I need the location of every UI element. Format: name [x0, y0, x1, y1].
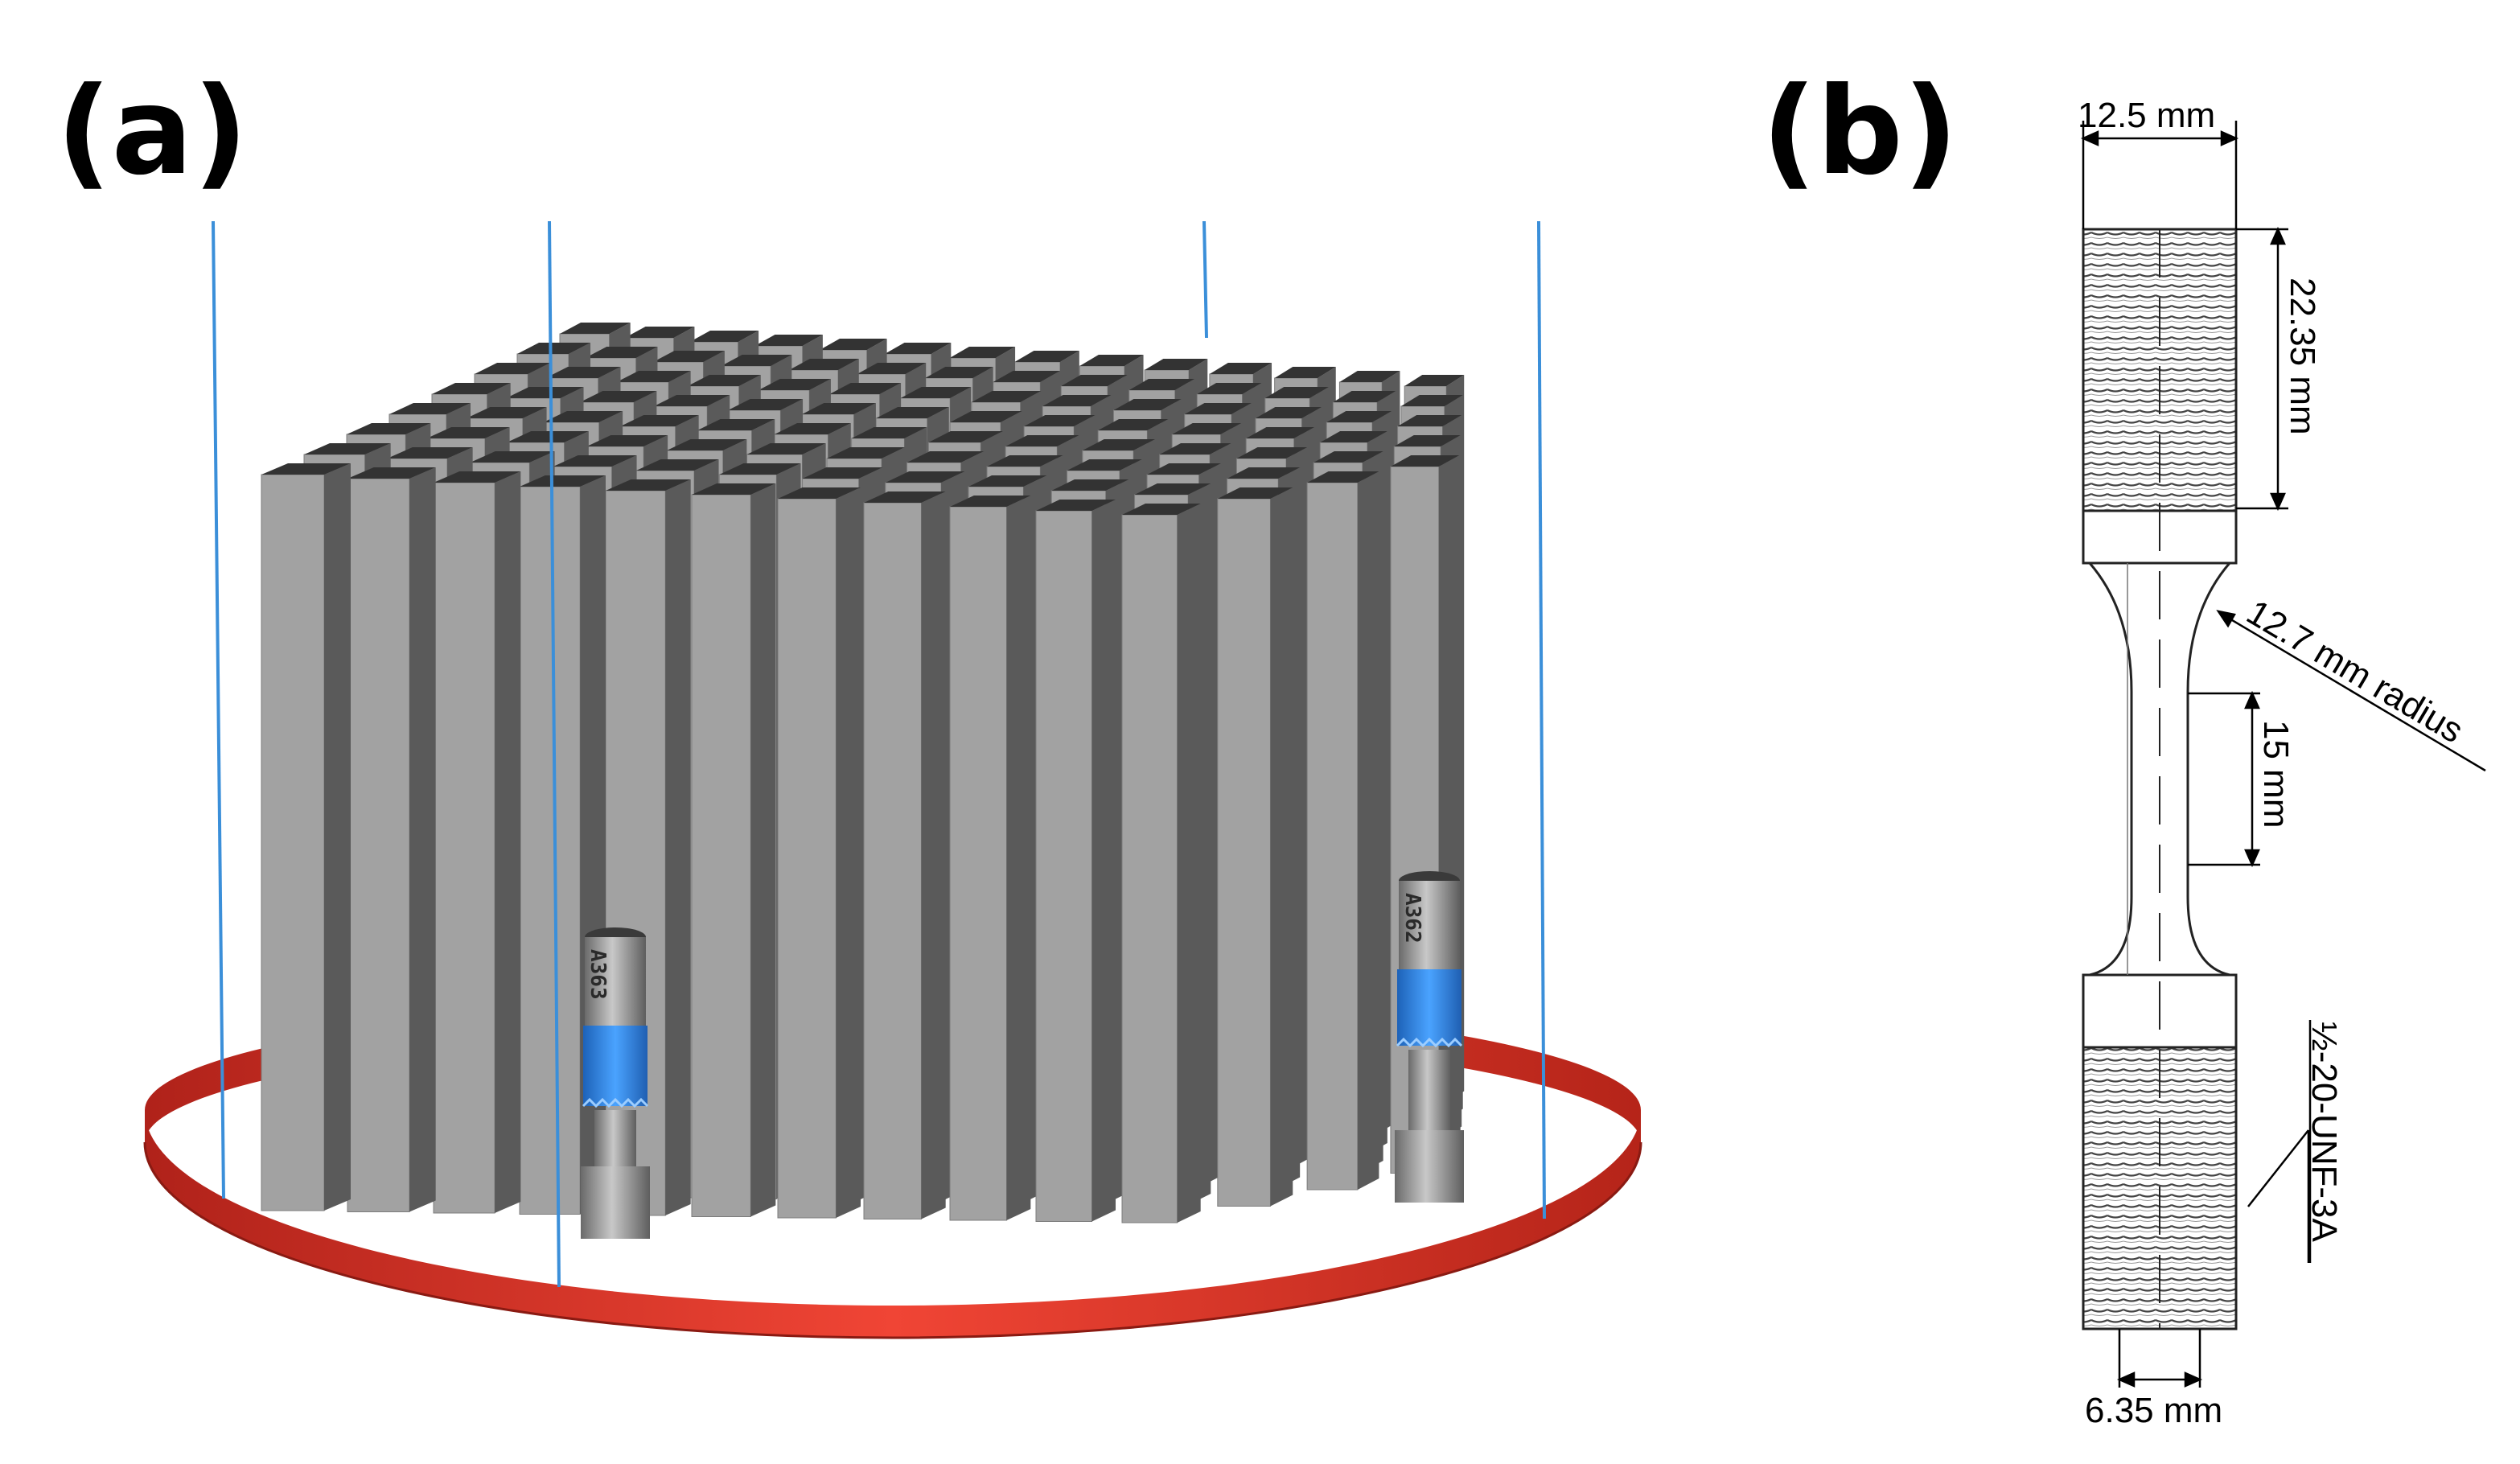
specimen-engraving-a362: A362: [1400, 893, 1424, 944]
bar: [691, 483, 776, 1217]
dim-grip-length: 22.35 mm: [2283, 278, 2322, 435]
bar: [347, 467, 436, 1212]
laser-line: [1202, 220, 1208, 339]
bar-array: [261, 323, 1465, 1223]
bar: [1217, 487, 1293, 1207]
dimension-lines: [2080, 121, 2486, 1388]
laser-line: [1537, 220, 1546, 1219]
panel-a-label: (a): [56, 62, 248, 202]
bar: [949, 496, 1031, 1221]
specimen-drawing: [2082, 228, 2238, 1330]
dim-gauge-diameter: 6.35 mm: [2085, 1391, 2222, 1430]
specimen-a362: A362: [1395, 871, 1464, 1203]
dim-gauge-length: 15 mm: [2256, 720, 2296, 828]
bar: [1306, 471, 1379, 1191]
laser-line: [548, 220, 561, 1288]
bar: [261, 463, 351, 1211]
bar: [1035, 500, 1116, 1222]
bar: [1121, 504, 1201, 1223]
bar: [433, 471, 521, 1214]
laser-lines: [212, 220, 1546, 1288]
panel-a: (a) A363 A362: [56, 62, 1642, 1339]
specimen-engraving-a363: A363: [586, 949, 610, 1000]
bar: [863, 491, 946, 1219]
dim-grip-width: 12.5 mm: [2078, 96, 2215, 135]
specimen-a363: A363: [581, 927, 650, 1239]
laser-line: [212, 220, 225, 1199]
bar: [777, 487, 861, 1219]
panel-b: (b): [1762, 62, 2486, 1430]
panel-b-label: (b): [1762, 62, 1958, 202]
build-ring-front: [145, 1110, 1641, 1338]
